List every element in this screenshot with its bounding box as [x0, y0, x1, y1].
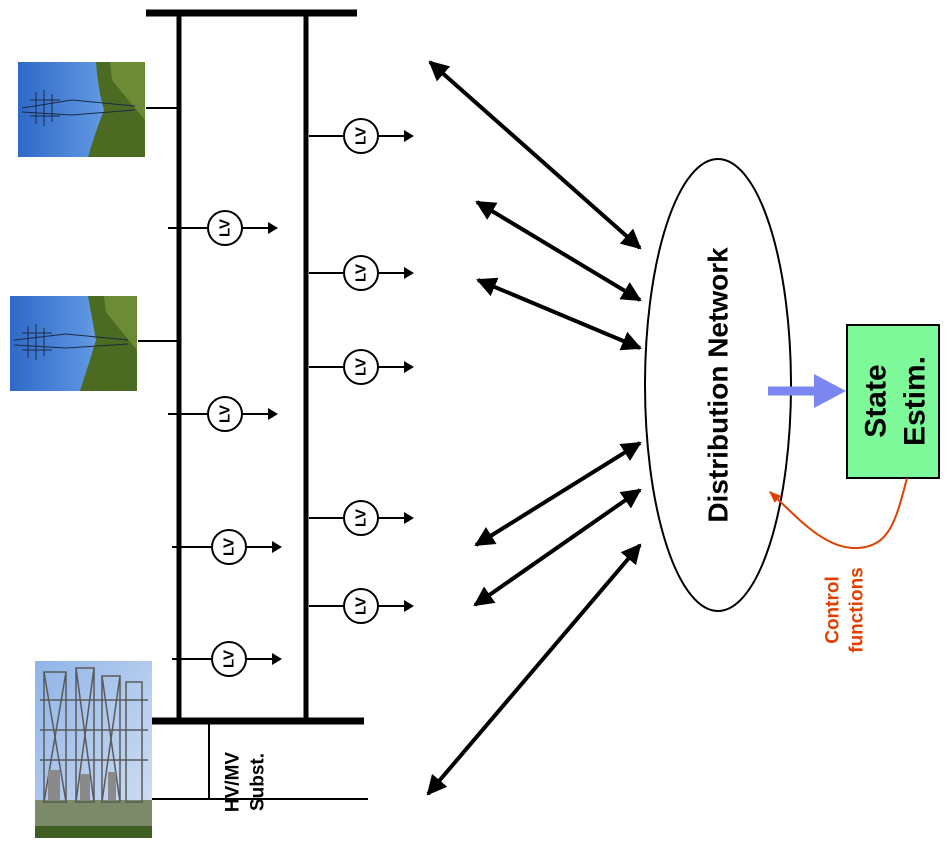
control-label-line1: Control [823, 576, 844, 644]
comm-arrow-5 [473, 488, 642, 607]
comm-arrow-3 [476, 277, 642, 351]
lv-output-arrowhead [404, 130, 414, 142]
lv-node-9: LV [172, 641, 282, 677]
lv-label: LV [353, 597, 370, 615]
lv-label: LV [353, 264, 370, 282]
distribution-network-label: Distribution Network [703, 247, 734, 523]
lv-node-3: LV [309, 255, 414, 291]
substation-photo [35, 661, 152, 838]
lv-output-arrowhead [272, 541, 282, 553]
control-label-line2: functions [847, 567, 868, 653]
lv-output-arrowhead [404, 512, 414, 524]
lv-label: LV [217, 405, 234, 423]
lv-label: LV [221, 650, 238, 668]
pylon-photo-1 [18, 62, 145, 157]
substation-label-line2: Subst. [248, 753, 269, 811]
lv-label: LV [217, 219, 234, 237]
state-estimation-box [846, 324, 940, 479]
comm-arrows [426, 60, 642, 796]
substation-label-line1: HV/MV [223, 752, 244, 813]
pylon-photo-2 [10, 296, 137, 391]
lv-output-arrowhead [268, 222, 278, 234]
distribution-network-node [644, 158, 792, 612]
lv-output-arrowhead [404, 267, 414, 279]
comm-arrow-1 [428, 60, 642, 250]
lv-label: LV [221, 538, 238, 556]
comm-arrow-4 [474, 441, 642, 547]
lv-label: LV [353, 358, 370, 376]
lv-node-7: LV [172, 529, 282, 565]
lv-label: LV [353, 509, 370, 527]
state-estimation-line2: Estim. [899, 356, 932, 446]
lv-node-8: LV [309, 588, 414, 624]
comm-arrow-6 [426, 543, 642, 796]
lv-output-arrowhead [404, 361, 414, 373]
comm-arrow-2 [475, 200, 642, 302]
state-estimation-line1: State [860, 364, 893, 437]
lv-node-5: LV [168, 396, 278, 432]
lv-node-1: LV [309, 118, 414, 154]
lv-node-2: LV [168, 210, 278, 246]
lv-output-arrowhead [272, 653, 282, 665]
lv-node-4: LV [309, 349, 414, 385]
lv-label: LV [353, 127, 370, 145]
feed-arrow-head [814, 374, 846, 408]
lv-output-arrowhead [404, 600, 414, 612]
lv-output-arrowhead [268, 408, 278, 420]
control-feedback-arrow [769, 477, 908, 550]
lv-node-6: LV [309, 500, 414, 536]
